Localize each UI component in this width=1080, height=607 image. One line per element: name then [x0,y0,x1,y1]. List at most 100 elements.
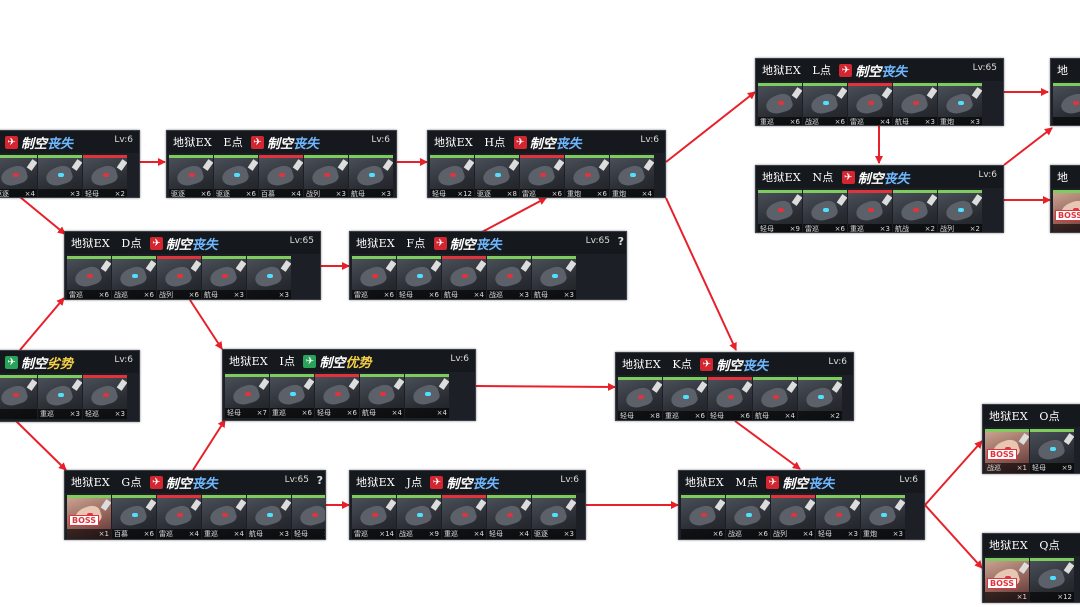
enemy-ship[interactable]: 雷巡×6 [352,256,396,299]
help-icon[interactable]: ? [316,474,323,487]
ship-label: 航母×3 [247,529,291,539]
enemy-ship[interactable]: 重巡×3 [848,190,892,232]
enemy-ship[interactable]: ×3 [38,155,82,197]
enemy-ship[interactable]: 重巡×6 [758,83,802,125]
ship-type: 重炮 [863,530,877,538]
enemy-ship[interactable]: 驱逐×4 [0,155,37,197]
enemy-ship[interactable]: 航母×3 [893,83,937,125]
ship-type: 百慕 [114,530,128,538]
enemy-ship[interactable]: 雷巡×4 [848,83,892,125]
enemy-ship[interactable]: 重炮×3 [938,83,982,125]
enemy-ship[interactable]: 航母×4 [360,374,404,418]
enemy-ship[interactable]: ×12 [1030,558,1074,602]
enemy-ship[interactable]: 轻母×3 [816,495,860,539]
enemy-ship[interactable]: 战列×3 [304,155,348,197]
enemy-ship[interactable]: 战列×2 [938,190,982,232]
equipment-icon [337,159,348,171]
equipment-icon [258,378,269,390]
enemy-ship[interactable]: 航战×2 [893,190,937,232]
enemy-ship[interactable]: 雷巡×6 [520,155,564,197]
equipment-icon [116,159,127,171]
enemy-ship[interactable]: 航母×3 [532,256,576,299]
enemy-ship[interactable]: 驱逐×3 [532,495,576,539]
enemy-ship[interactable]: 轻母×3 [292,495,325,539]
enemy-ship[interactable]: 航母×3 [349,155,393,197]
enemy-ship[interactable]: 轻母×4 [487,495,531,539]
enemy-ship[interactable]: 战巡×9 [397,495,441,539]
enemy-ship[interactable]: 重炮×3 [861,495,905,539]
enemy-ship[interactable]: 轻巡×3 [83,375,127,419]
enemy-ship[interactable]: 轻母×6 [315,374,359,418]
enemy-ship[interactable]: BOSS [1053,190,1080,232]
enemy-ship[interactable]: 航母×3 [247,495,291,539]
enemy-ship[interactable]: 战巡×6 [726,495,770,539]
enemy-ship[interactable]: 重巡×4 [202,495,246,539]
enemy-ship[interactable]: 雷巡×6 [803,190,847,232]
enemy-ship[interactable]: 轻母×9 [758,190,802,232]
help-icon[interactable]: ? [617,235,624,248]
enemy-ship[interactable]: 轻母×8 [618,377,662,420]
enemy-ship[interactable]: BOSS×1 [985,558,1029,602]
enemy-ship[interactable]: 重巡×6 [270,374,314,418]
enemy-ship[interactable]: 雷巡×14 [352,495,396,539]
enemy-ship[interactable]: ×6 [681,495,725,539]
enemy-ship[interactable]: 重巡×3 [38,375,82,419]
enemy-ship[interactable] [0,375,37,419]
enemy-ship[interactable]: 轻母×2 [83,155,127,197]
enemy-ship[interactable]: 重炮×6 [565,155,609,197]
node-name: 地狱EX G点 [71,476,142,489]
enemy-ship[interactable] [1053,83,1080,125]
node-p1[interactable]: 地 [1050,58,1080,126]
enemy-ship[interactable]: 轻母×9 [1030,429,1074,473]
enemy-ship[interactable]: 驱逐×6 [214,155,258,197]
enemy-ship[interactable]: 驱逐×6 [169,155,213,197]
enemy-ship[interactable]: 雷巡×6 [67,256,111,299]
enemy-ship[interactable]: 战巡×6 [803,83,847,125]
enemy-ship[interactable]: 航母×3 [202,256,246,299]
enemy-ship[interactable]: 航母×4 [753,377,797,420]
enemy-ship[interactable]: 轻母×12 [430,155,474,197]
enemy-ship[interactable]: 百慕×4 [259,155,303,197]
ship-label: 航战×2 [893,224,937,232]
enemy-ship[interactable]: 雷巡×4 [157,495,201,539]
enemy-ship[interactable]: ×3 [247,256,291,299]
enemy-ship[interactable]: ×2 [798,377,842,420]
enemy-ship[interactable]: 轻母×6 [708,377,752,420]
enemy-ship[interactable]: 驱逐×8 [475,155,519,197]
enemy-ship[interactable]: 重炮×4 [610,155,654,197]
enemy-ship[interactable]: 战列×4 [771,495,815,539]
enemy-ship[interactable]: 轻母×6 [397,256,441,299]
ship-label: 轻母×6 [397,290,441,299]
enemy-ship[interactable]: 战巡×3 [487,256,531,299]
enemy-ship[interactable]: 战巡×6 [112,256,156,299]
enemy-ship[interactable]: ×4 [405,374,449,418]
enemy-ship[interactable]: 轻母×7 [225,374,269,418]
enemy-ship[interactable]: 重巡×6 [663,377,707,420]
enemy-ship[interactable]: 航母×4 [442,256,486,299]
ship-type: 航母 [534,291,548,299]
enemy-ship[interactable]: 百慕×6 [112,495,156,539]
enemy-ship[interactable]: 战列×6 [157,256,201,299]
air-status: 制空丧失 [450,234,502,253]
enemy-ship[interactable]: BOSS×1 [67,495,111,539]
enemy-ship[interactable]: 重巡×4 [442,495,486,539]
